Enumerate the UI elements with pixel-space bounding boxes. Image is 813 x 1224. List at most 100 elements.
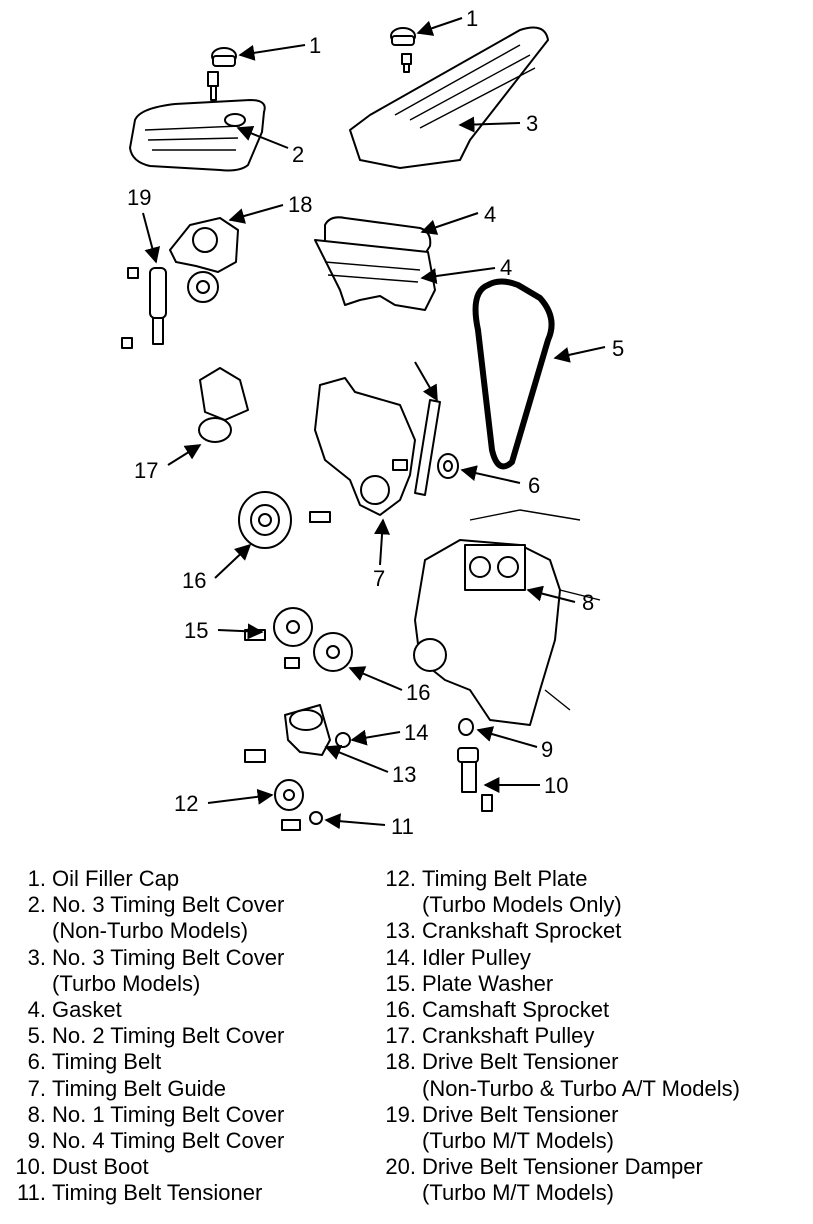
- leader-4b: [414, 361, 438, 402]
- timing-belt: [472, 278, 555, 470]
- callout-4a: 4: [484, 202, 496, 227]
- legend-item-line: (Turbo Models): [52, 970, 201, 996]
- legend-item-number: 17.: [385, 1023, 416, 1049]
- callout-16a: 15: [184, 618, 208, 643]
- legend-item-text: Crankshaft Sprocket: [416, 918, 621, 944]
- legend-item-number: 5.: [27, 1023, 46, 1049]
- legend-item-text: Timing Belt Tensioner: [46, 1180, 262, 1206]
- legend-item: 10.Dust Boot: [6, 1154, 356, 1180]
- legend-item: 17.Crankshaft Pulley: [372, 1023, 812, 1049]
- leader-4a: [420, 212, 479, 235]
- callout-3: 3: [526, 111, 538, 136]
- legend-item: 3.No. 3 Timing Belt Cover(Turbo Models): [6, 945, 356, 997]
- legend-item: 18.Drive Belt Tensioner(Non-Turbo & Turb…: [372, 1049, 812, 1101]
- legend-item-line: Idler Pulley: [422, 944, 531, 970]
- leader-19: [228, 204, 284, 224]
- legend-item-line: Timing Belt Plate: [422, 866, 588, 891]
- legend-item-line: Oil Filler Cap: [52, 866, 180, 891]
- legend-item: 12.Timing Belt Plate(Turbo Models Only): [372, 866, 812, 918]
- leader-13: [207, 788, 274, 805]
- legend-item-text: Plate Washer: [416, 971, 553, 997]
- legend-item: 11.Timing Belt Tensioner: [6, 1180, 356, 1206]
- legend-item-line: Gasket: [52, 997, 122, 1023]
- legend-item-number: 12.: [385, 866, 416, 891]
- legend-item-line: Camshaft Sprocket: [422, 997, 610, 1023]
- legend-item-number: 9.: [27, 1128, 46, 1154]
- callout-6: 5: [612, 336, 624, 361]
- leader-9: [526, 585, 576, 603]
- legend-item-number: 3.: [27, 944, 46, 970]
- legend-item-text: No. 4 Timing Belt Cover: [46, 1128, 284, 1154]
- leader-20: [142, 212, 161, 264]
- dust-boot: [458, 718, 474, 736]
- legend-item-line: No. 3 Timing Belt Cover: [52, 892, 285, 918]
- callout-19: 18: [288, 192, 312, 217]
- legend-item-number: 2.: [27, 892, 46, 918]
- legend-item-line: (Turbo M/T Models): [422, 1180, 614, 1206]
- legend-item-line: Timing Belt Tensioner: [52, 1180, 263, 1206]
- oil-filler-cap-left: [207, 47, 237, 101]
- legend-item-text: Oil Filler Cap: [46, 866, 179, 892]
- callout-numbers: 1 1 2 3 4 4 5 6 7 8 9 10 11 12 13 14 15 …: [127, 6, 624, 839]
- drive-belt-tensioner-damper: [121, 267, 167, 349]
- legend-item-line: Drive Belt Tensioner Damper: [422, 1154, 703, 1180]
- plate-washer: [335, 732, 351, 748]
- callout-1a: 1: [309, 33, 321, 58]
- leader-16b: [348, 666, 403, 691]
- legend-item: 13.Crankshaft Sprocket: [372, 918, 812, 944]
- callout-2: 2: [292, 142, 304, 167]
- no2-timing-belt-cover: [314, 239, 436, 311]
- legend-item-text: Camshaft Sprocket: [416, 997, 609, 1023]
- legend-item: 2.No. 3 Timing Belt Cover(Non-Turbo Mode…: [6, 892, 356, 944]
- no1-timing-belt-cover: [314, 377, 416, 516]
- leader-2: [236, 125, 289, 149]
- legend-item-text: No. 3 Timing Belt Cover(Non-Turbo Models…: [46, 892, 284, 944]
- crankshaft-pulley: [238, 491, 331, 549]
- leader-12: [324, 813, 386, 830]
- camshaft-sprocket-2: [284, 632, 353, 672]
- gasket-strip: [414, 399, 441, 496]
- legend-item-number: 1.: [27, 866, 46, 891]
- no3-timing-belt-cover-turbo: [349, 26, 549, 169]
- leader-18: [167, 444, 202, 466]
- legend-item: 5.No. 2 Timing Belt Cover: [6, 1023, 356, 1049]
- leader-16a: [217, 623, 264, 640]
- legend-item-text: Timing Belt: [46, 1049, 161, 1075]
- crankshaft-sprocket: [274, 779, 304, 811]
- legend-item-text: No. 3 Timing Belt Cover(Turbo Models): [46, 945, 284, 997]
- legend-item-text: Drive Belt Tensioner Damper(Turbo M/T Mo…: [416, 1154, 703, 1206]
- legend-item-line: Timing Belt: [52, 1049, 162, 1075]
- legend-item-number: 11.: [17, 1180, 46, 1206]
- legend-item-text: Idler Pulley: [416, 945, 531, 971]
- leader-8: [374, 518, 391, 566]
- callout-5: 4: [500, 255, 512, 280]
- legend-item-line: (Turbo Models Only): [422, 892, 622, 918]
- callout-11: 10: [544, 773, 568, 798]
- legend-item: 19.Drive Belt Tensioner(Turbo M/T Models…: [372, 1102, 812, 1154]
- callout-20: 19: [127, 185, 151, 210]
- leader-1b: [416, 17, 463, 36]
- leader-6: [553, 346, 606, 363]
- no3-timing-belt-cover-non-turbo: [129, 99, 266, 172]
- callout-15: 14: [404, 720, 428, 745]
- legend-item-number: 14.: [385, 944, 416, 970]
- legend-item-number: 4.: [27, 997, 46, 1023]
- legend-item: 16.Camshaft Sprocket: [372, 997, 812, 1023]
- leader-1a: [238, 44, 306, 61]
- callout-17: 16: [182, 568, 206, 593]
- legend-item-text: Gasket: [46, 997, 122, 1023]
- legend-item: 7.Timing Belt Guide: [6, 1076, 356, 1102]
- legend-item-line: Plate Washer: [422, 970, 554, 996]
- callout-7: 6: [528, 473, 540, 498]
- legend-item-line: Drive Belt Tensioner: [422, 1049, 619, 1075]
- legend-item-line: Drive Belt Tensioner: [422, 1101, 619, 1127]
- legend-item-number: 10.: [15, 1154, 46, 1180]
- legend-item: 9.No. 4 Timing Belt Cover: [6, 1128, 356, 1154]
- legend-item-number: 20.: [385, 1154, 416, 1180]
- legend-item-text: Drive Belt Tensioner(Turbo M/T Models): [416, 1102, 618, 1154]
- no4-timing-belt-cover-engine: [413, 509, 601, 726]
- drive-belt-tensioner-turbo-mt: [169, 217, 239, 303]
- legend-item-line: No. 3 Timing Belt Cover: [52, 944, 285, 970]
- legend-item-text: Timing Belt Plate(Turbo Models Only): [416, 866, 622, 918]
